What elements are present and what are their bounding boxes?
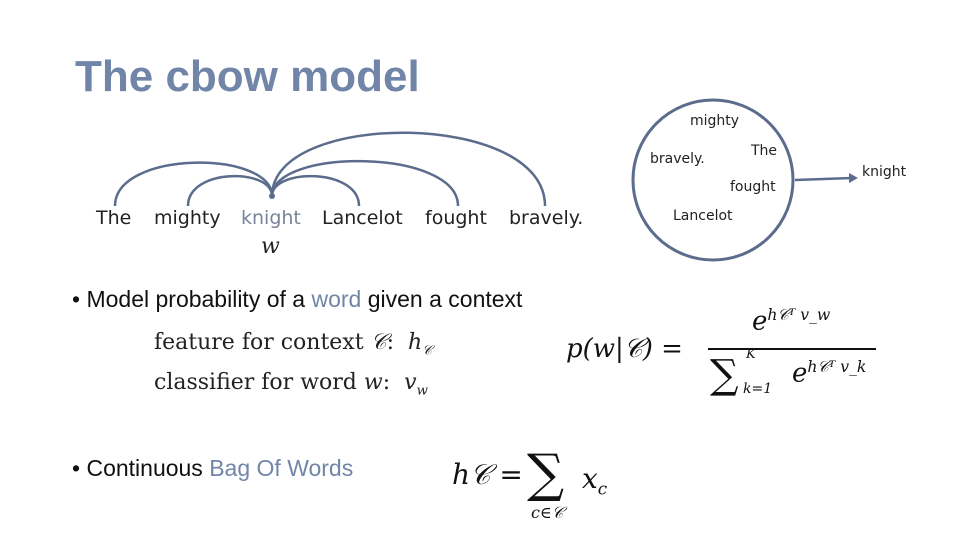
target-node xyxy=(269,193,275,199)
arc-mighty xyxy=(186,174,274,207)
bullet-model-probability: • Model probability of a word given a co… xyxy=(72,286,523,312)
bag-word: The xyxy=(751,143,778,159)
sum-symbol: ∑ xyxy=(710,352,739,398)
sentence-word: fought xyxy=(425,207,487,229)
arc-fought xyxy=(270,160,460,207)
arc-bravely xyxy=(270,131,547,207)
sum-lower: k=1 xyxy=(743,381,773,397)
bag-arrow-head xyxy=(849,173,858,183)
slide-title: The cbow model xyxy=(75,52,420,101)
bag-circle xyxy=(631,98,795,262)
formula-sum-lhs: h𝒞 = xyxy=(452,458,523,491)
def-feature: feature for context 𝒞: h𝒞 xyxy=(154,330,432,359)
def-classifier: classifier for word w: vw xyxy=(154,370,428,399)
bag-word: bravely. xyxy=(650,151,705,167)
bag-arrow xyxy=(794,176,853,182)
bag-word: fought xyxy=(730,179,776,195)
formula-numerator: eh𝒞ᵀ v_w xyxy=(752,306,831,337)
sentence-word-target: knight xyxy=(241,207,301,229)
sentence-word: mighty xyxy=(154,207,221,229)
bag-output-word: knight xyxy=(862,164,907,180)
bullet-cbow: • Continuous Bag Of Words xyxy=(72,455,354,481)
bag-word: mighty xyxy=(690,113,740,129)
sentence-word: The xyxy=(96,207,132,229)
target-var: w xyxy=(261,234,280,259)
arc-the xyxy=(113,161,274,207)
arc-lancelot xyxy=(270,174,361,207)
sentence-word: Lancelot xyxy=(322,207,403,229)
sentence-word: bravely. xyxy=(509,207,584,229)
sum-upper: K xyxy=(746,347,756,362)
bag-word: Lancelot xyxy=(673,208,733,224)
formula-denominator: eh𝒞ᵀ v_k xyxy=(792,358,867,389)
sum-symbol-2: ∑ xyxy=(527,444,565,504)
formula-sum-term: xc xyxy=(582,462,608,499)
formula-prob-lhs: p(w|𝒞) = xyxy=(566,334,683,364)
fraction-bar xyxy=(708,348,876,350)
sum-lower-2: c∈𝒞 xyxy=(531,503,564,522)
